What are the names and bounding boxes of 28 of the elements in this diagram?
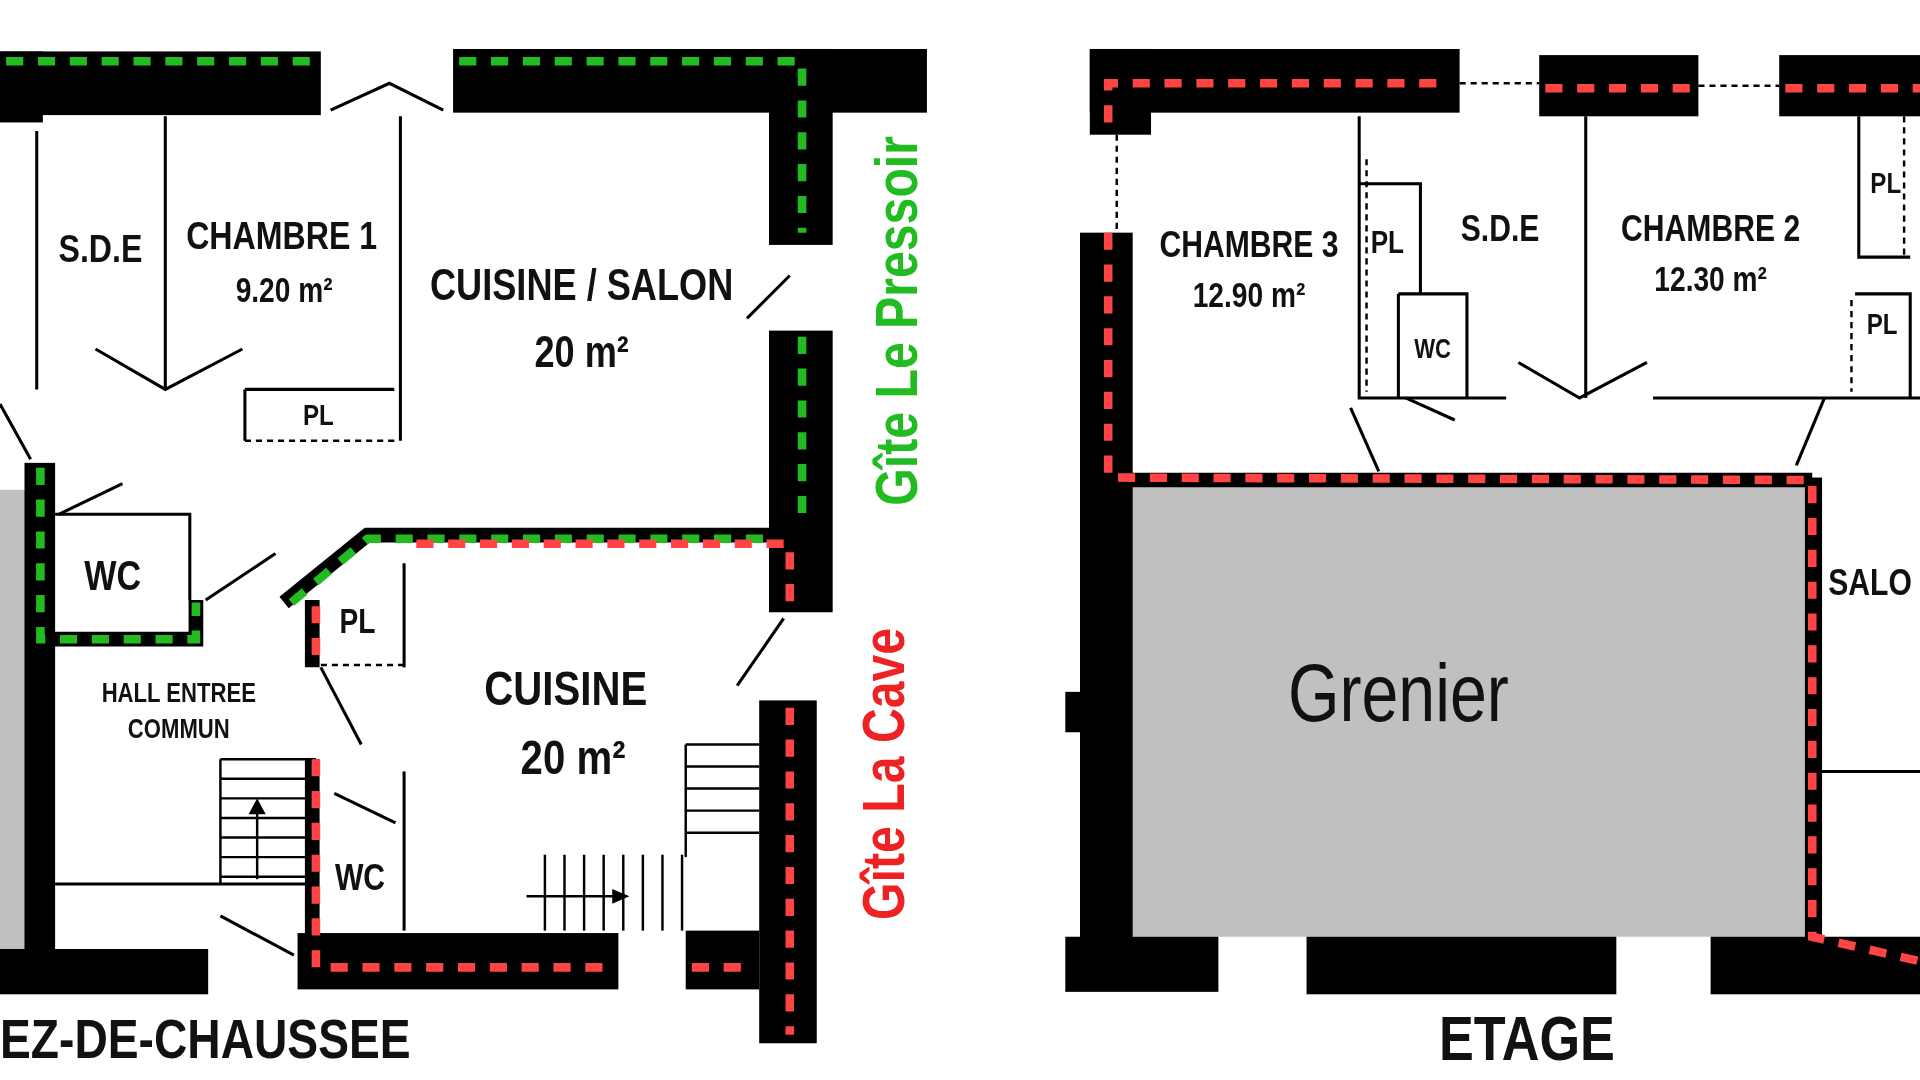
floor-title: EZ-DE-CHAUSSEE: [0, 1010, 411, 1067]
room-label: 9.20 m²: [235, 274, 333, 309]
room-label: PL: [1370, 226, 1405, 259]
room-label: COMMUN: [127, 716, 230, 744]
room-label: CHAMBRE 3: [1159, 226, 1339, 264]
room-label: PL: [1866, 309, 1898, 340]
floor-title: ETAGE: [1438, 1006, 1615, 1071]
room-label: CHAMBRE 2: [1621, 210, 1801, 248]
room-label: Grenier: [1287, 652, 1509, 734]
room-label: 20 m²: [520, 732, 626, 782]
room-label: WC: [1414, 335, 1452, 363]
room-label: WC: [334, 859, 386, 897]
room-label: WC: [84, 554, 142, 597]
room-label: CHAMBRE 1: [186, 215, 378, 255]
room-label: PL: [1870, 169, 1902, 199]
room-label: 20 m²: [534, 330, 629, 375]
room-label: CUISINE: [484, 663, 648, 713]
room-label: PL: [302, 400, 334, 430]
room-label: S.D.E: [1460, 210, 1540, 248]
room-label: PL: [339, 604, 376, 640]
room-label: S.D.E: [58, 229, 143, 269]
room-label: 12.90 m²: [1192, 279, 1306, 314]
room-label: HALL ENTREE: [101, 679, 256, 707]
gite-name-label: Gîte La Cave: [854, 627, 914, 920]
room-label: SALO: [1828, 564, 1912, 602]
gite-name-label: Gîte Le Pressoir: [868, 136, 927, 506]
room-label: 12.30 m²: [1654, 263, 1767, 298]
room-label: CUISINE / SALON: [430, 263, 734, 308]
